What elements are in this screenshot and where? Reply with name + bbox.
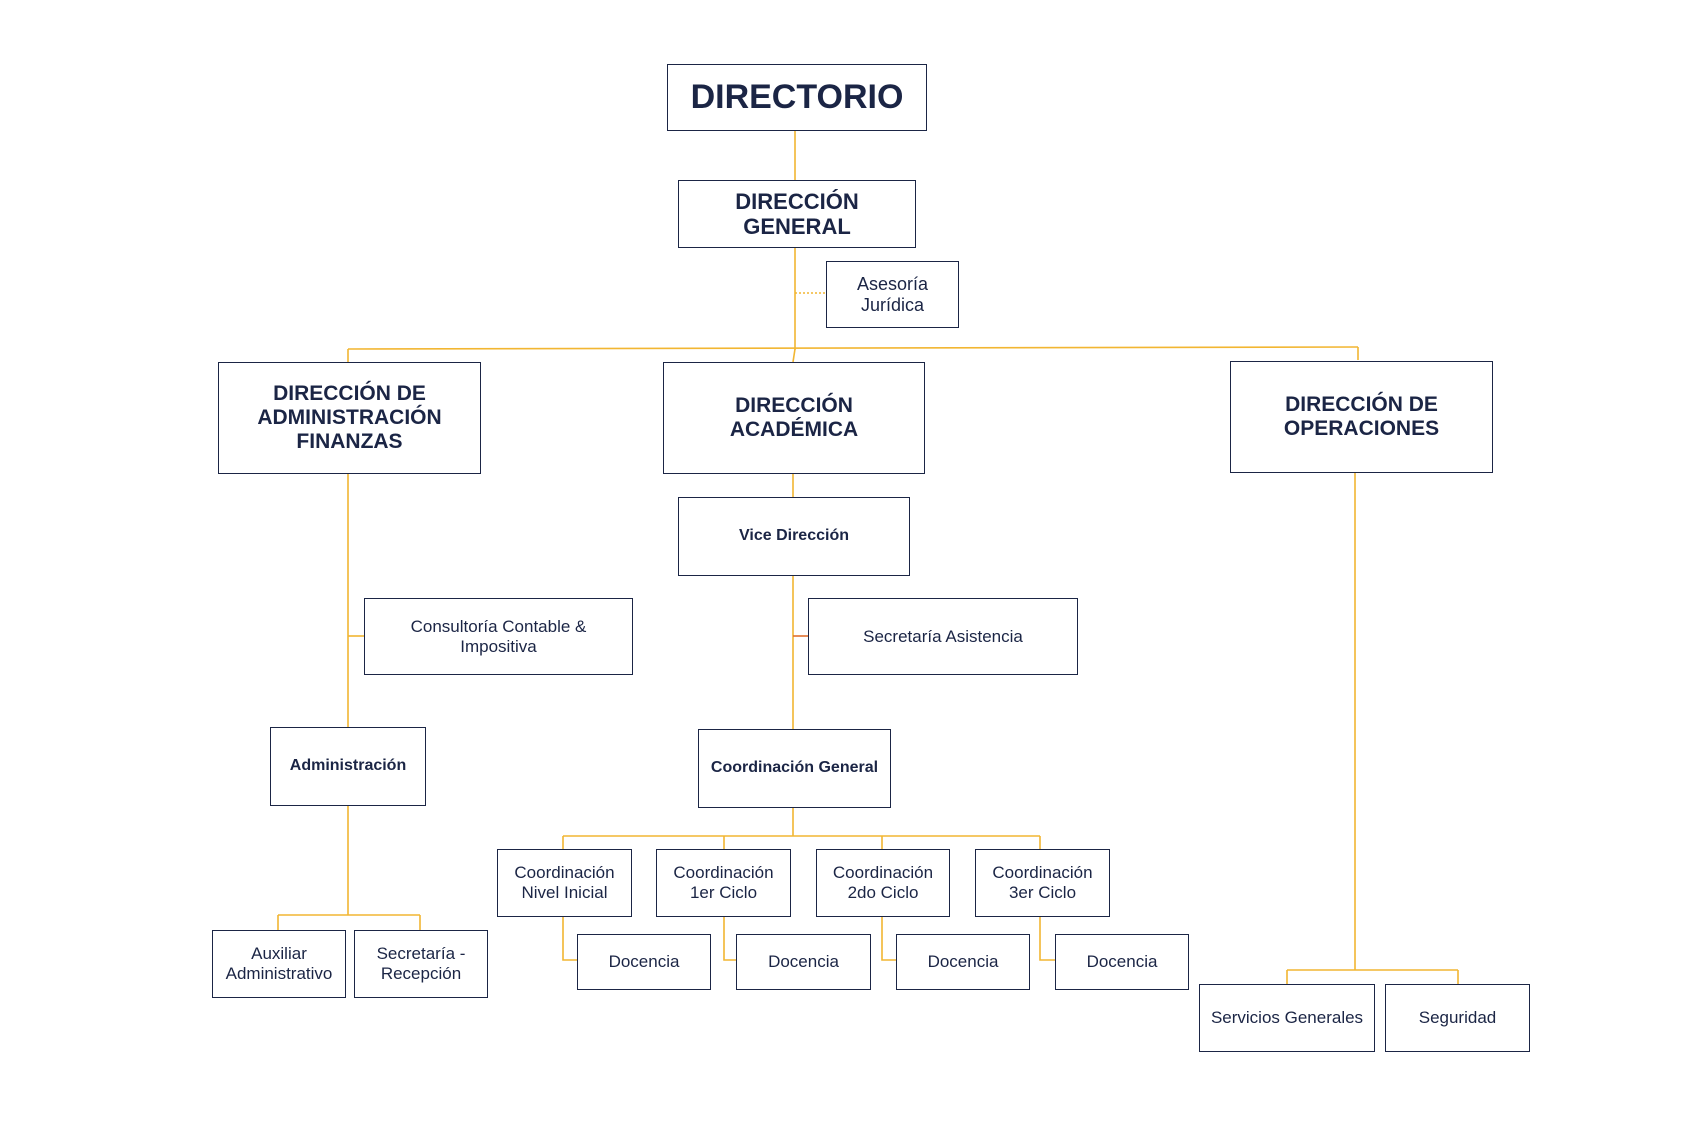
- box-coord-nivel-inicial: Coordinación Nivel Inicial: [497, 849, 632, 917]
- box-servicios-generales: Servicios Generales: [1199, 984, 1375, 1052]
- box-administracion-label: Administración: [289, 757, 407, 775]
- box-auxiliar-administrativo-label: Auxiliar Administrativo: [225, 944, 333, 983]
- box-docencia-4-label: Docencia: [1086, 952, 1158, 972]
- box-coord-3er-ciclo-label: Coordinación 3er Ciclo: [992, 863, 1093, 902]
- box-direccion-operaciones-label: DIRECCIÓN DE OPERACIONES: [1283, 392, 1440, 440]
- box-directorio-label: DIRECTORIO: [690, 77, 904, 116]
- box-asesoria-juridica-label: Asesoría Jurídica: [856, 273, 929, 315]
- box-directorio: DIRECTORIO: [667, 64, 927, 131]
- box-docencia-3-label: Docencia: [927, 952, 999, 972]
- box-seguridad: Seguridad: [1385, 984, 1530, 1052]
- box-asesoria-juridica: Asesoría Jurídica: [826, 261, 959, 328]
- box-coordinacion-general-label: Coordinación General: [710, 759, 879, 777]
- box-coordinacion-general: Coordinación General: [698, 729, 891, 808]
- box-coord-2do-ciclo: Coordinación 2do Ciclo: [816, 849, 950, 917]
- box-docencia-4: Docencia: [1055, 934, 1189, 990]
- box-direccion-academica-label: DIRECCIÓN ACADÉMICA: [729, 393, 859, 441]
- box-direccion-operaciones: DIRECCIÓN DE OPERACIONES: [1230, 361, 1493, 473]
- box-consultoria-label: Consultoría Contable & Impositiva: [410, 616, 587, 656]
- box-secretaria-asistencia: Secretaría Asistencia: [808, 598, 1078, 675]
- box-coord-nivel-inicial-label: Coordinación Nivel Inicial: [514, 863, 615, 902]
- box-administracion: Administración: [270, 727, 426, 806]
- box-coord-3er-ciclo: Coordinación 3er Ciclo: [975, 849, 1110, 917]
- box-servicios-generales-label: Servicios Generales: [1210, 1008, 1364, 1028]
- box-docencia-1: Docencia: [577, 934, 711, 990]
- box-direccion-academica: DIRECCIÓN ACADÉMICA: [663, 362, 925, 474]
- box-direccion-administracion: DIRECCIÓN DE ADMINISTRACIÓN FINANZAS: [218, 362, 481, 474]
- box-consultoria: Consultoría Contable & Impositiva: [364, 598, 633, 675]
- box-coord-1er-ciclo-label: Coordinación 1er Ciclo: [673, 863, 774, 902]
- box-vice-direccion: Vice Dirección: [678, 497, 910, 576]
- box-direccion-administracion-label: DIRECCIÓN DE ADMINISTRACIÓN FINANZAS: [257, 381, 442, 454]
- box-docencia-3: Docencia: [896, 934, 1030, 990]
- box-secretaria-recepcion-label: Secretaría - Recepción: [376, 944, 466, 983]
- box-seguridad-label: Seguridad: [1418, 1008, 1497, 1028]
- box-docencia-2-label: Docencia: [768, 952, 839, 972]
- box-docencia-2: Docencia: [736, 934, 871, 990]
- box-direccion-general: DIRECCIÓN GENERAL: [678, 180, 916, 248]
- box-secretaria-recepcion: Secretaría - Recepción: [354, 930, 488, 998]
- box-coord-1er-ciclo: Coordinación 1er Ciclo: [656, 849, 791, 917]
- box-auxiliar-administrativo: Auxiliar Administrativo: [212, 930, 346, 998]
- box-docencia-1-label: Docencia: [608, 952, 680, 972]
- box-vice-direccion-label: Vice Dirección: [739, 527, 849, 545]
- box-direccion-general-label: DIRECCIÓN GENERAL: [735, 188, 859, 239]
- box-coord-2do-ciclo-label: Coordinación 2do Ciclo: [832, 863, 934, 902]
- box-secretaria-asistencia-label: Secretaría Asistencia: [863, 626, 1023, 646]
